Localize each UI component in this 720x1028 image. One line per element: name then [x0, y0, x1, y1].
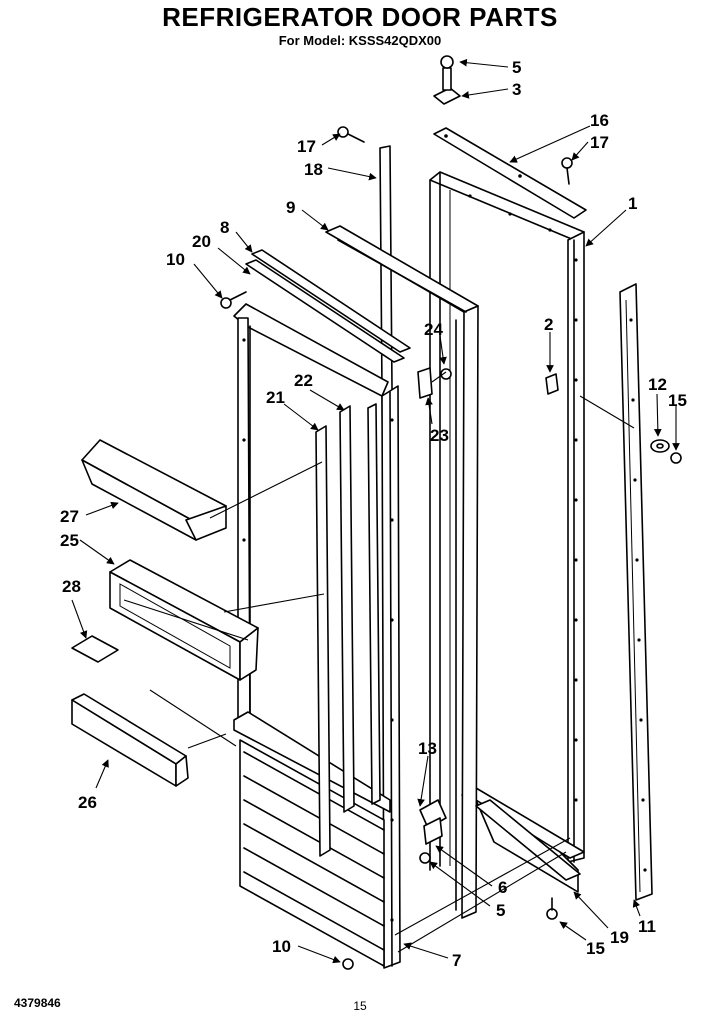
part-9-gasket	[325, 225, 479, 919]
callout-15-bottom: 15	[586, 939, 605, 958]
callout-13: 13	[418, 739, 437, 758]
callout-17-left: 17	[297, 137, 316, 156]
part-16-top-strip	[433, 127, 587, 219]
callout-20: 20	[192, 232, 211, 251]
callout-labels: 5 3 16 17 17 18 1 9 8 20 10 2 24 22 12 1…	[60, 58, 687, 970]
document-number: 4379846	[14, 996, 61, 1010]
callout-8: 8	[220, 218, 229, 237]
callout-9: 9	[286, 198, 295, 217]
callout-3: 3	[512, 80, 521, 99]
part-25-housing	[109, 559, 259, 681]
part-1-door-frame	[429, 171, 585, 893]
callout-16: 16	[590, 111, 609, 130]
callout-28: 28	[62, 577, 81, 596]
part-21-22-rails	[315, 403, 381, 857]
callout-21: 21	[266, 388, 285, 407]
callout-5-top: 5	[512, 58, 521, 77]
part-20-top-gasket	[245, 249, 411, 363]
part-19-bottom-rail	[475, 799, 581, 881]
part-2-clip	[545, 373, 559, 395]
callout-24: 24	[424, 320, 443, 339]
callout-19: 19	[610, 928, 629, 947]
callout-1: 1	[628, 194, 637, 213]
callout-22: 22	[294, 371, 313, 390]
leader-lines	[123, 371, 635, 953]
page-number: 15	[353, 999, 367, 1013]
callout-6: 6	[498, 878, 507, 897]
callout-arrows	[71, 58, 680, 964]
callout-7: 7	[452, 951, 461, 970]
callout-26: 26	[78, 793, 97, 812]
part-26-trim	[71, 693, 189, 787]
callout-18: 18	[304, 160, 323, 179]
callout-23: 23	[430, 426, 449, 445]
callout-25: 25	[60, 531, 79, 550]
callout-5-bottom: 5	[496, 901, 505, 920]
callout-12: 12	[648, 375, 667, 394]
part-3-hinge-top	[433, 55, 461, 105]
model-subtitle: For Model: KSSS42QDX00	[278, 33, 442, 48]
callout-10-top: 10	[166, 250, 185, 269]
callout-17-right: 17	[590, 133, 609, 152]
page-title: REFRIGERATOR DOOR PARTS	[162, 2, 558, 32]
part-12-washer	[650, 439, 682, 464]
callout-27: 27	[60, 507, 79, 526]
callout-10-bottom: 10	[272, 937, 291, 956]
callout-2: 2	[544, 315, 553, 334]
callout-15-right: 15	[668, 391, 687, 410]
callout-11: 11	[638, 917, 656, 936]
part-27-door-bin	[81, 439, 227, 541]
part-13-hinge-bottom	[419, 799, 447, 864]
part-28-pad	[71, 635, 119, 663]
part-23-bracket	[417, 367, 433, 399]
screws	[220, 126, 573, 970]
part-11-side-trim	[619, 283, 653, 901]
